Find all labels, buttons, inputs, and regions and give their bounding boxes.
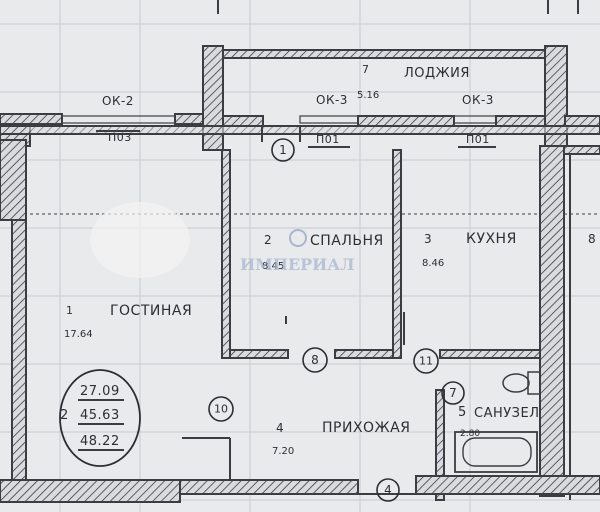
partial-room-number: 8 <box>588 232 596 246</box>
window-ok2-label: ОК-2 <box>102 94 134 108</box>
marker-8: 8 <box>302 347 328 373</box>
bathroom-number: 5 <box>458 405 467 420</box>
summary-area-without-loggia: 45.63 <box>80 408 120 423</box>
loggia-number: 7 <box>362 63 370 76</box>
marker-11: 11 <box>413 348 439 374</box>
bathroom-name: САНУЗЕЛ <box>474 406 540 421</box>
living-number: 1 <box>66 304 74 317</box>
bedroom-area: 8.45 <box>262 261 284 272</box>
hall-name: ПРИХОЖАЯ <box>322 420 410 436</box>
summary-living-area: 27.09 <box>80 384 120 399</box>
door-marks <box>261 126 301 324</box>
summary-room-count: 2 <box>60 408 69 423</box>
loggia-name: ЛОДЖИЯ <box>404 66 470 81</box>
svg-text:4: 4 <box>384 483 392 497</box>
bathtub-fixture <box>454 431 538 473</box>
living-area: 17.64 <box>64 329 93 340</box>
lintel-p01-left-label: П01 <box>316 133 340 146</box>
marker-4: 4 <box>376 478 400 502</box>
window-ok3-left-label: ОК-3 <box>316 93 348 107</box>
watermark-emblem-icon <box>289 229 307 247</box>
hall-number: 4 <box>276 421 284 435</box>
marker-10: 10 <box>208 396 234 422</box>
marker-7: 7 <box>441 381 465 405</box>
bedroom-number: 2 <box>264 233 272 247</box>
summary-total-area: 48.22 <box>80 434 120 449</box>
bedroom-name: СПАЛЬНЯ <box>310 233 384 249</box>
kitchen-area: 8.46 <box>422 258 444 269</box>
lintel-p01-right-label: П01 <box>466 133 490 146</box>
svg-text:10: 10 <box>214 403 228 416</box>
kitchen-name: КУХНЯ <box>466 231 517 247</box>
window-ok3-right-label: ОК-3 <box>462 93 494 107</box>
bathroom-area: 2.80 <box>460 429 480 439</box>
kitchen-number: 3 <box>424 232 432 246</box>
hall-area: 7.20 <box>272 446 294 457</box>
area-summary: 27.09 2 45.63 48.22 <box>59 369 141 467</box>
toilet-fixture <box>502 371 541 395</box>
living-name: ГОСТИНАЯ <box>110 303 192 319</box>
watermark-text: ИМПЕРИАЛ <box>240 255 354 274</box>
loggia-area: 5.16 <box>357 90 379 101</box>
svg-text:7: 7 <box>449 386 457 400</box>
svg-text:8: 8 <box>311 353 319 367</box>
lintel-p03-label: П03 <box>108 131 132 144</box>
svg-text:11: 11 <box>419 355 433 368</box>
svg-text:1: 1 <box>279 143 287 157</box>
scuff-mark <box>90 202 190 278</box>
marker-1: 1 <box>271 138 295 162</box>
top-ticks <box>217 0 579 14</box>
